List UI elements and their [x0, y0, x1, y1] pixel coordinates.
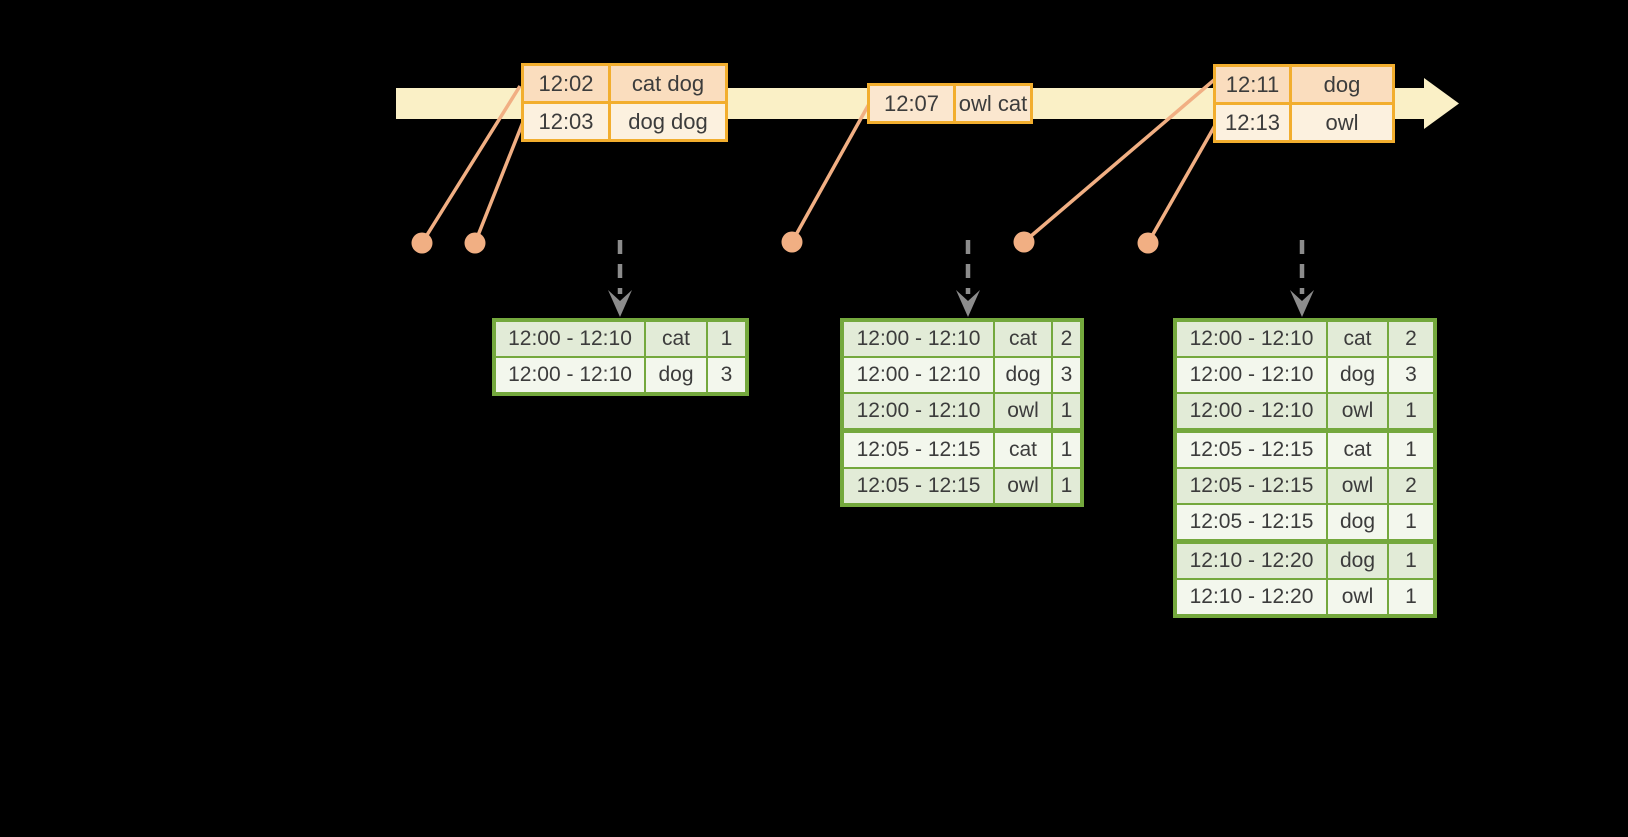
word-cell: owl — [993, 392, 1053, 432]
result-row: 12:05 - 12:15 owl 2 — [1174, 467, 1436, 505]
count-cell: 2 — [1051, 319, 1083, 358]
timeline-arrowhead-icon — [1424, 78, 1459, 129]
event-connector-line — [1146, 121, 1219, 244]
window-cell: 12:00 - 12:10 — [1174, 392, 1328, 432]
word-cell: dog — [1326, 503, 1389, 543]
event-time-cell: 12:03 — [521, 101, 611, 142]
result-row: 12:05 - 12:15 owl 1 — [841, 467, 1083, 506]
result-table: 12:00 - 12:10 cat 2 12:00 - 12:10 dog 3 … — [840, 318, 1084, 507]
event-words-cell: cat dog — [608, 63, 728, 104]
count-cell: 1 — [1387, 578, 1436, 617]
event-batch-table: 12:11 dog 12:13 owl — [1213, 64, 1395, 143]
count-cell: 1 — [706, 319, 748, 358]
result-row: 12:00 - 12:10 owl 1 — [1174, 392, 1436, 432]
event-row: 12:03 dog dog — [521, 101, 728, 142]
count-cell: 1 — [1051, 392, 1083, 432]
event-time-cell: 12:11 — [1213, 64, 1292, 105]
result-row: 12:00 - 12:10 dog 3 — [1174, 356, 1436, 394]
window-cell: 12:00 - 12:10 — [493, 356, 646, 395]
event-dot — [464, 232, 486, 254]
count-cell: 1 — [1051, 428, 1083, 469]
event-connector-line — [1022, 78, 1216, 244]
word-cell: cat — [1326, 428, 1389, 469]
word-cell: owl — [993, 467, 1053, 506]
window-cell: 12:00 - 12:10 — [841, 392, 995, 432]
event-dot — [1013, 231, 1035, 253]
result-row: 12:05 - 12:15 cat 1 — [841, 428, 1083, 469]
count-cell: 3 — [1051, 356, 1083, 394]
event-connector-line — [473, 121, 525, 244]
window-cell: 12:10 - 12:20 — [1174, 539, 1328, 580]
word-cell: cat — [993, 428, 1053, 469]
result-row: 12:00 - 12:10 cat 2 — [1174, 319, 1436, 358]
result-row: 12:10 - 12:20 dog 1 — [1174, 539, 1436, 580]
word-cell: dog — [644, 356, 708, 395]
event-dot — [1137, 232, 1159, 254]
count-cell: 1 — [1387, 428, 1436, 469]
result-table: 12:00 - 12:10 cat 2 12:00 - 12:10 dog 3 … — [1173, 318, 1437, 618]
trigger-arrowhead-icon — [956, 290, 980, 317]
result-row: 12:00 - 12:10 cat 1 — [493, 319, 748, 358]
count-cell: 2 — [1387, 319, 1436, 358]
window-cell: 12:00 - 12:10 — [841, 319, 995, 358]
count-cell: 2 — [1387, 467, 1436, 505]
trigger-arrowhead-icon — [1290, 290, 1314, 317]
event-dot — [411, 232, 433, 254]
count-cell: 1 — [1387, 392, 1436, 432]
event-words-cell: owl cat — [953, 83, 1033, 124]
event-batch-table: 12:07 owl cat — [867, 83, 1033, 124]
result-row: 12:05 - 12:15 cat 1 — [1174, 428, 1436, 469]
result-row: 12:00 - 12:10 dog 3 — [493, 356, 748, 395]
word-cell: owl — [1326, 578, 1389, 617]
window-cell: 12:05 - 12:15 — [841, 428, 995, 469]
event-time-cell: 12:13 — [1213, 102, 1292, 143]
window-cell: 12:05 - 12:15 — [1174, 467, 1328, 505]
trigger-arrowhead-icon — [608, 290, 632, 317]
event-connector-lines — [420, 78, 1219, 244]
word-cell: dog — [993, 356, 1053, 394]
window-cell: 12:05 - 12:15 — [841, 467, 995, 506]
event-words-cell: dog — [1289, 64, 1395, 105]
word-cell: cat — [1326, 319, 1389, 358]
result-row: 12:00 - 12:10 owl 1 — [841, 392, 1083, 432]
event-words-cell: dog dog — [608, 101, 728, 142]
window-cell: 12:05 - 12:15 — [1174, 428, 1328, 469]
event-row: 12:13 owl — [1213, 102, 1395, 143]
event-connector-line — [420, 85, 522, 244]
window-cell: 12:00 - 12:10 — [1174, 319, 1328, 358]
event-dots — [411, 231, 1159, 254]
count-cell: 3 — [1387, 356, 1436, 394]
window-cell: 12:00 - 12:10 — [1174, 356, 1328, 394]
window-cell: 12:00 - 12:10 — [841, 356, 995, 394]
word-cell: owl — [1326, 467, 1389, 505]
word-cell: owl — [1326, 392, 1389, 432]
event-words-cell: owl — [1289, 102, 1395, 143]
word-cell: dog — [1326, 539, 1389, 580]
count-cell: 1 — [1387, 539, 1436, 580]
window-cell: 12:10 - 12:20 — [1174, 578, 1328, 617]
count-cell: 1 — [1387, 503, 1436, 543]
word-cell: cat — [644, 319, 708, 358]
event-batch-table: 12:02 cat dog 12:03 dog dog — [521, 63, 728, 142]
result-row: 12:00 - 12:10 cat 2 — [841, 319, 1083, 358]
count-cell: 1 — [1051, 467, 1083, 506]
word-cell: cat — [993, 319, 1053, 358]
window-cell: 12:00 - 12:10 — [493, 319, 646, 358]
event-dot — [781, 231, 803, 253]
event-time-cell: 12:07 — [867, 83, 956, 124]
event-row: 12:02 cat dog — [521, 63, 728, 104]
result-row: 12:10 - 12:20 owl 1 — [1174, 578, 1436, 617]
window-cell: 12:05 - 12:15 — [1174, 503, 1328, 543]
event-row: 12:11 dog — [1213, 64, 1395, 105]
event-time-cell: 12:02 — [521, 63, 611, 104]
word-cell: dog — [1326, 356, 1389, 394]
result-table: 12:00 - 12:10 cat 1 12:00 - 12:10 dog 3 — [492, 318, 749, 396]
event-connector-line — [790, 103, 871, 243]
count-cell: 3 — [706, 356, 748, 395]
result-row: 12:00 - 12:10 dog 3 — [841, 356, 1083, 394]
event-row: 12:07 owl cat — [867, 83, 1033, 124]
trigger-arrows — [608, 240, 1314, 317]
result-row: 12:05 - 12:15 dog 1 — [1174, 503, 1436, 543]
